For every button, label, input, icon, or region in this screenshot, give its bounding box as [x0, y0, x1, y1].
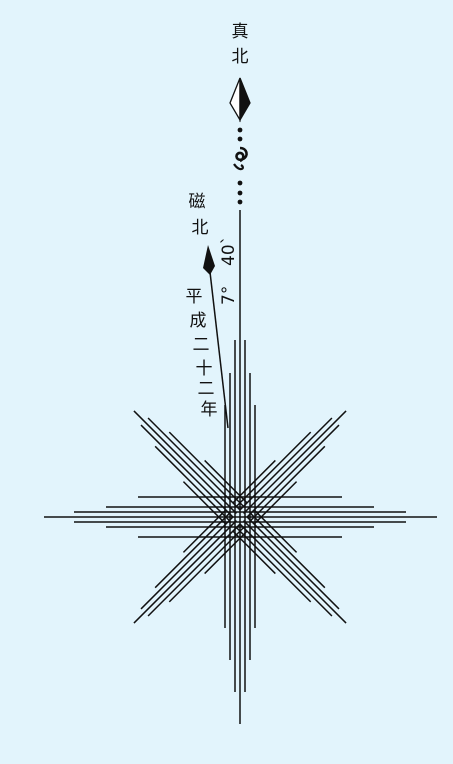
year-char: 二: [198, 379, 215, 399]
declination-degrees: 7°: [219, 286, 239, 305]
year-char: 成: [190, 311, 207, 331]
declination-angle: 7° 40`: [219, 236, 239, 305]
year-char: 平: [186, 287, 203, 307]
svg-text:磁: 磁: [189, 192, 206, 212]
year-char: 十: [196, 359, 213, 379]
true-north-ornament: [234, 128, 247, 205]
year-char: 二: [193, 335, 210, 355]
svg-text:北: 北: [192, 218, 209, 238]
year-label: 平 成 二 十 二 年: [186, 287, 218, 420]
declination-minutes: 40`: [219, 236, 239, 266]
year-char: 年: [201, 400, 218, 420]
magnetic-north-arrow: [203, 245, 215, 275]
true-north-label: 真 北: [232, 22, 249, 67]
true-north-arrow: [230, 78, 250, 120]
magnetic-north-label: 磁 北: [189, 192, 209, 238]
svg-text:真: 真: [232, 22, 249, 42]
svg-text:北: 北: [232, 47, 249, 67]
